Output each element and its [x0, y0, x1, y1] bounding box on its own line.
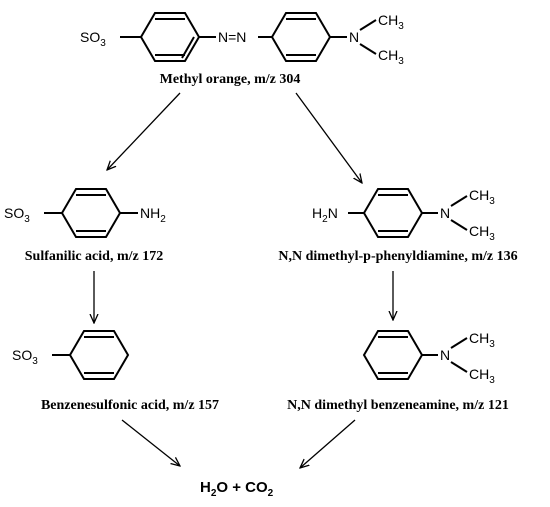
benzene-ring: [270, 12, 332, 62]
benzenesulfonic-acid-structure: SO3: [12, 330, 130, 380]
bond: [359, 43, 377, 55]
azo-group: N=N: [218, 29, 246, 45]
benzene-ring: [139, 12, 201, 62]
methyl-group: CH3: [469, 330, 495, 350]
amino-group: NH2: [140, 205, 166, 225]
final-product-label: H2O + CO2: [200, 479, 274, 499]
methyl-group: CH3: [469, 223, 495, 243]
nitrogen-atom: N: [440, 347, 450, 363]
nitrogen-atom: N: [349, 29, 359, 45]
benzene-ring: [68, 330, 130, 380]
sulfanilic-acid-label: Sulfanilic acid, m/z 172: [25, 249, 163, 264]
methyl-group: CH3: [378, 12, 404, 32]
benzene-ring: [60, 188, 122, 238]
sulfanilic-acid-structure: SO3 NH2: [4, 188, 166, 238]
so3-group: SO3: [12, 347, 38, 367]
benzene-ring: [362, 188, 424, 238]
methyl-group: CH3: [469, 187, 495, 207]
arrow: [121, 419, 180, 466]
nitrogen-atom: N: [440, 205, 450, 221]
bond: [450, 219, 468, 231]
arrow: [300, 419, 356, 468]
methyl-group: CH3: [469, 366, 495, 386]
arrow: [107, 92, 181, 170]
methyl-orange-structure: SO3 N=N N CH3 CH3: [80, 12, 404, 67]
dmba-label: N,N dimethyl benzeneamine, m/z 121: [287, 398, 509, 413]
bond: [359, 19, 377, 31]
methyl-group: CH3: [378, 47, 404, 67]
amino-group: H2N: [312, 205, 338, 225]
bond: [450, 337, 468, 349]
dmppd-structure: H2N N CH3 CH3: [312, 187, 495, 243]
bond: [450, 361, 468, 373]
dmba-structure: N CH3 CH3: [362, 330, 495, 386]
bond: [450, 195, 468, 207]
methyl-orange-label: Methyl orange, m/z 304: [160, 72, 301, 87]
so3-group: SO3: [80, 29, 106, 49]
arrow: [295, 92, 362, 183]
benzenesulfonic-acid-label: Benzenesulfonic acid, m/z 157: [41, 398, 219, 413]
dmppd-label: N,N dimethyl-p-phenyldiamine, m/z 136: [278, 249, 517, 264]
benzene-ring: [362, 330, 424, 380]
so3-group: SO3: [4, 205, 30, 225]
